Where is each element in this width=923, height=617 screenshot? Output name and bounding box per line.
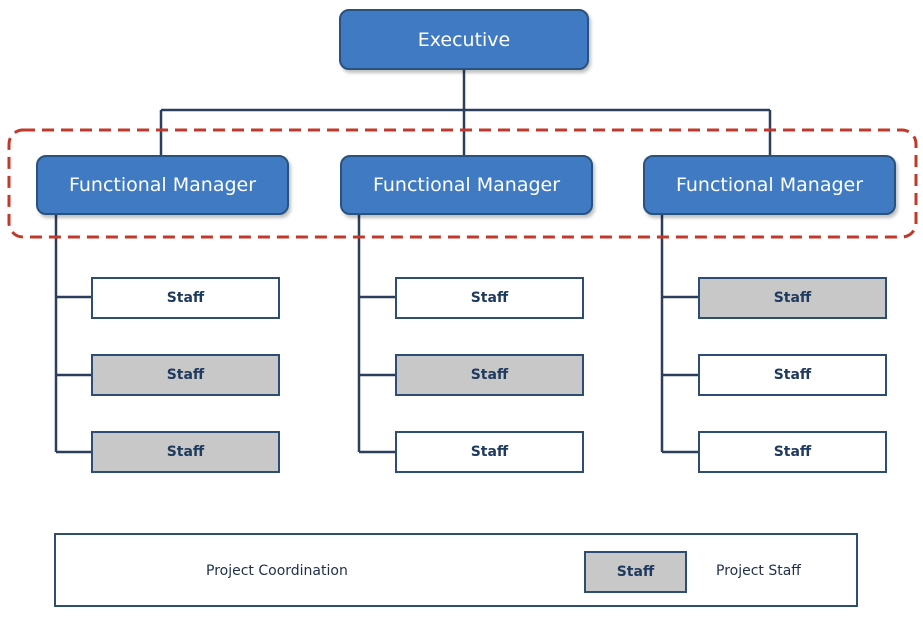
staff-label: Staff [470,367,509,383]
project-staff-box-col1-row2: Staff [91,354,280,396]
functional-manager-box-3: Functional Manager [643,155,896,215]
legend-staff-sample-label: Staff [616,564,655,580]
executive-label: Executive [417,28,511,51]
legend [54,533,858,607]
legend-project-coordination-label: Project Coordination [206,563,348,579]
staff-label: Staff [166,444,205,460]
project-staff-box-col2-row2: Staff [395,354,584,396]
staff-label: Staff [470,444,509,460]
legend-project-staff-swatch: Staff [584,551,687,593]
functional-manager-label: Functional Manager [675,174,864,196]
project-staff-box-col1-row3: Staff [91,431,280,473]
functional-manager-box-1: Functional Manager [36,155,289,215]
staff-label: Staff [166,367,205,383]
functional-manager-label: Functional Manager [372,174,561,196]
staff-box-col2-row1: Staff [395,277,584,319]
functional-manager-label: Functional Manager [68,174,257,196]
staff-box-col3-row2: Staff [698,354,887,396]
project-coordination-frame [7,128,918,239]
staff-label: Staff [773,290,812,306]
staff-box-col2-row3: Staff [395,431,584,473]
staff-label: Staff [470,290,509,306]
staff-box-col1-row1: Staff [91,277,280,319]
project-staff-box-col3-row1: Staff [698,277,887,319]
legend-project-staff-label: Project Staff [716,563,801,579]
staff-box-col3-row3: Staff [698,431,887,473]
functional-manager-box-2: Functional Manager [340,155,593,215]
executive-box: Executive [339,9,589,70]
staff-label: Staff [773,367,812,383]
staff-label: Staff [773,444,812,460]
staff-label: Staff [166,290,205,306]
